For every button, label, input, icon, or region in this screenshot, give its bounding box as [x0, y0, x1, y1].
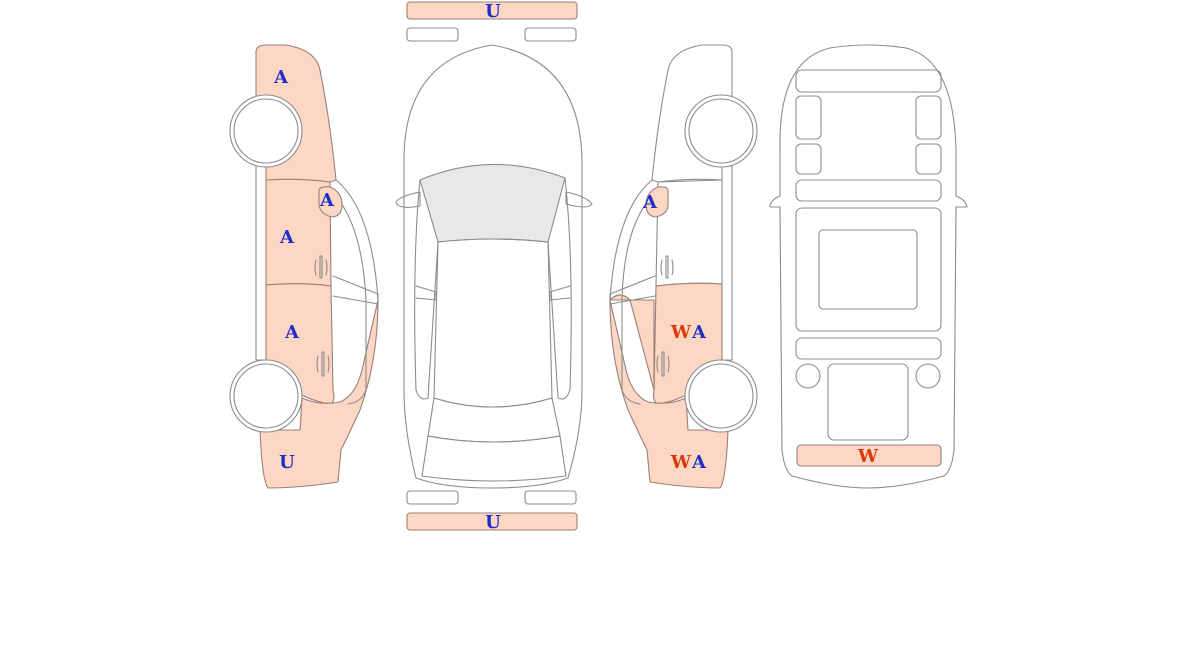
underbody-left-small-mount	[795, 143, 822, 175]
right-rear-door-code-a: A	[691, 322, 707, 343]
top-view: U U	[395, 1, 593, 533]
roof	[433, 238, 553, 408]
top-right-mirror	[565, 191, 593, 208]
rear-bumper[interactable]	[406, 512, 578, 531]
left-mirror[interactable]	[318, 186, 343, 218]
right-side-view: A W A W A	[609, 44, 758, 489]
front-bumper-code: U	[485, 1, 501, 22]
underbody-front-crossmember	[795, 69, 942, 93]
right-rear-wheel	[688, 363, 754, 429]
left-front-wheel	[233, 98, 299, 164]
left-front-fender-code: A	[273, 67, 289, 88]
top-left-side-glass	[414, 179, 439, 400]
underbody-floor-center	[818, 229, 918, 310]
rear-window	[427, 397, 561, 443]
left-mirror-code: A	[319, 190, 335, 211]
top-body-outline	[403, 44, 583, 489]
left-side-view: A A A A U	[229, 44, 379, 489]
trunk-lid	[421, 435, 567, 482]
left-rear-wheel	[233, 363, 299, 429]
left-rear-quarter-code: U	[279, 452, 295, 473]
right-side-body-edge	[721, 165, 733, 361]
underbody-outline	[769, 44, 968, 489]
windshield[interactable]	[419, 163, 566, 243]
right-rear-quarter-panel[interactable]	[609, 294, 729, 489]
underbody-right-small-mount	[915, 143, 942, 175]
right-front-fender-panel[interactable]	[651, 44, 733, 183]
underbody-rear-section-code: W	[857, 446, 879, 467]
underbody-floor-pan	[795, 207, 942, 332]
right-mirror[interactable]	[645, 186, 669, 218]
underbody-spare-well	[827, 363, 909, 441]
left-front-door-handle	[314, 255, 328, 279]
top-right-pillar	[549, 285, 571, 301]
underbody-right-front-mount	[915, 95, 942, 140]
right-headlight	[524, 27, 577, 42]
underbody-rear-crossmember	[795, 337, 942, 360]
right-mirror-code: A	[642, 192, 658, 213]
right-taillight	[524, 490, 577, 505]
left-taillight	[406, 490, 459, 505]
underbody-mid-crossmember	[795, 179, 942, 202]
right-front-door-handle	[660, 255, 674, 279]
front-bumper[interactable]	[406, 1, 578, 20]
top-left-pillar	[415, 285, 437, 301]
underbody-left-rear-mount	[795, 363, 821, 389]
right-rear-door-code-w: W	[670, 322, 692, 343]
right-side-window-line	[621, 189, 659, 405]
left-side-window-line	[329, 189, 367, 405]
left-side-roof-edge	[335, 179, 379, 301]
right-side-pillar-top	[609, 275, 656, 305]
left-rear-quarter-panel[interactable]	[259, 299, 379, 489]
left-side-pillar-top	[332, 275, 379, 305]
rear-bumper-code: U	[485, 512, 501, 533]
left-rear-door-handle	[316, 351, 330, 377]
left-front-door-code: A	[279, 227, 295, 248]
underbody-view: W	[769, 44, 968, 489]
left-headlight	[406, 27, 459, 42]
underbody-right-rear-mount	[915, 363, 941, 389]
underbody-left-front-mount	[795, 95, 822, 140]
left-side-body-edge	[255, 165, 267, 361]
right-front-wheel	[688, 98, 754, 164]
right-rear-quarter-code-a: A	[691, 452, 707, 473]
underbody-rear-section[interactable]	[796, 444, 942, 467]
right-rear-quarter-code-w: W	[670, 452, 692, 473]
top-left-mirror	[395, 191, 421, 208]
right-rear-door-handle	[656, 351, 670, 377]
left-rear-door-code: A	[284, 322, 300, 343]
right-side-roof-edge	[609, 179, 653, 301]
top-right-side-glass	[547, 177, 572, 400]
